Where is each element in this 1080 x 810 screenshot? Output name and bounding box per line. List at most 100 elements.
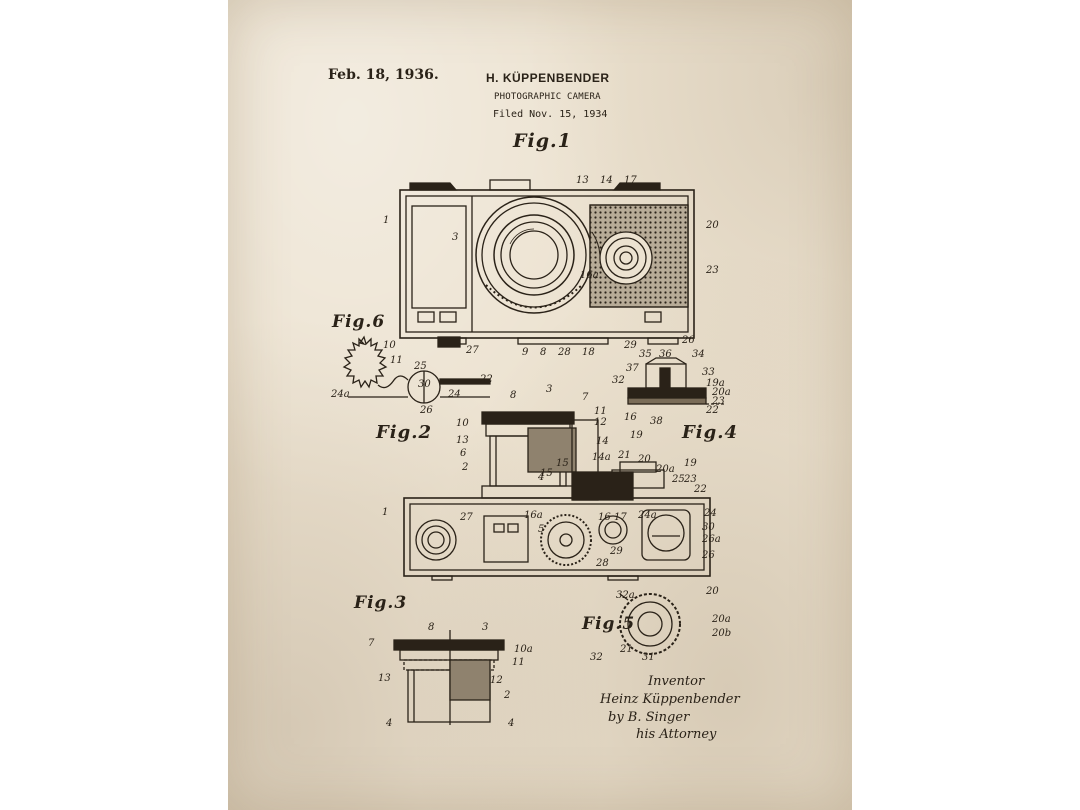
svg-text:29: 29 <box>623 340 637 351</box>
svg-text:5: 5 <box>538 524 544 535</box>
svg-text:19: 19 <box>684 458 697 469</box>
svg-text:24: 24 <box>447 389 461 400</box>
fig2-label: Fig.2 <box>376 422 432 443</box>
svg-text:38: 38 <box>650 416 663 427</box>
svg-text:27: 27 <box>459 512 473 523</box>
svg-text:26: 26 <box>419 405 433 416</box>
svg-text:20a: 20a <box>711 614 731 625</box>
svg-text:23: 23 <box>705 265 719 276</box>
svg-text:16a: 16a <box>580 270 599 281</box>
patent-title: PHOTOGRAPHIC CAMERA <box>494 92 601 102</box>
signature-inventor-label: Inventor <box>648 674 705 689</box>
svg-text:26: 26 <box>681 335 695 346</box>
patent-sheet: Feb. 18, 1936. H. KÜPPENBENDER PHOTOGRAP… <box>228 0 852 810</box>
fig1-camera-front <box>399 179 695 348</box>
svg-text:8: 8 <box>540 347 546 358</box>
svg-text:31: 31 <box>642 652 655 663</box>
svg-text:20: 20 <box>705 220 719 231</box>
fig3-lens-section <box>393 630 505 725</box>
svg-text:29: 29 <box>609 546 623 557</box>
fig1-reference-numerals: 1 3 13 14 17 20 23 16a 9 8 28 18 29 26 2… <box>383 175 719 358</box>
svg-text:7: 7 <box>582 392 589 403</box>
svg-text:12: 12 <box>594 417 607 428</box>
svg-text:14a: 14a <box>592 452 611 463</box>
svg-text:16a: 16a <box>524 510 543 521</box>
svg-text:21: 21 <box>619 644 633 655</box>
svg-text:15: 15 <box>540 468 553 479</box>
svg-text:11: 11 <box>512 657 525 668</box>
fig4-detail <box>627 357 724 405</box>
svg-text:1: 1 <box>382 507 388 518</box>
svg-text:10: 10 <box>456 418 469 429</box>
svg-text:8: 8 <box>428 622 434 633</box>
svg-text:4: 4 <box>385 718 392 729</box>
signature-attorney-name: by B. Singer <box>608 710 690 725</box>
fig5-label: Fig.5 <box>582 614 636 634</box>
svg-text:33: 33 <box>702 367 715 378</box>
fig1-label: Fig.1 <box>513 130 572 152</box>
fig6-diagram <box>342 335 491 404</box>
svg-text:21: 21 <box>617 450 631 461</box>
fig5-dial <box>619 593 681 655</box>
fig5-reference-numerals: 32a 20 20a 20b 21 31 32 <box>590 586 731 663</box>
signature-attorney-label: his Attorney <box>636 727 717 742</box>
fig6-label: Fig.6 <box>332 312 386 332</box>
fig2-camera-section <box>403 411 711 581</box>
signature-inventor-name: Heinz Küppenbender <box>600 692 740 707</box>
svg-text:35: 35 <box>639 349 652 360</box>
svg-text:28: 28 <box>557 347 571 358</box>
fig3-label: Fig.3 <box>354 593 408 613</box>
patent-drawings: 1 3 13 14 17 20 23 16a 9 8 28 18 29 26 2… <box>330 175 731 729</box>
svg-text:19a: 19a <box>706 378 725 389</box>
filed-date: Filed Nov. 15, 1934 <box>493 109 608 120</box>
svg-text:26: 26 <box>701 550 715 561</box>
svg-text:11: 11 <box>390 355 403 366</box>
svg-text:24a: 24a <box>637 510 657 521</box>
svg-text:13: 13 <box>576 175 589 186</box>
svg-text:4: 4 <box>507 718 514 729</box>
svg-text:24: 24 <box>703 508 717 519</box>
svg-text:30: 30 <box>418 379 431 390</box>
svg-text:32a: 32a <box>616 590 635 601</box>
fig2-reference-numerals: 8 3 7 10 11 12 13 14 6 2 15 4 16a 5 14a … <box>382 384 721 569</box>
svg-text:14: 14 <box>600 175 613 186</box>
svg-text:20a: 20a <box>711 387 731 398</box>
svg-text:25: 25 <box>671 474 685 485</box>
svg-text:10a: 10a <box>514 644 533 655</box>
svg-text:6: 6 <box>460 448 467 459</box>
fig4-label: Fig.4 <box>682 422 738 443</box>
svg-text:10: 10 <box>383 340 396 351</box>
svg-text:17: 17 <box>624 175 637 186</box>
svg-text:22: 22 <box>479 374 493 385</box>
svg-text:20: 20 <box>705 586 719 597</box>
fig6-reference-numerals: 10 11 25 30 22 24 24a 26 <box>330 340 493 416</box>
svg-text:28: 28 <box>595 558 609 569</box>
svg-text:16: 16 <box>598 512 611 523</box>
svg-text:27: 27 <box>465 345 479 356</box>
svg-text:1: 1 <box>383 215 389 226</box>
fig3-reference-numerals: 8 3 7 10a 11 13 12 2 4 4 <box>368 622 533 729</box>
svg-text:11: 11 <box>594 406 607 417</box>
svg-text:3: 3 <box>546 384 552 395</box>
svg-text:22: 22 <box>705 405 719 416</box>
svg-text:2: 2 <box>461 462 468 473</box>
svg-text:32: 32 <box>612 375 625 386</box>
svg-text:20a: 20a <box>655 464 675 475</box>
svg-text:23: 23 <box>683 474 697 485</box>
svg-text:13: 13 <box>378 673 391 684</box>
svg-text:14: 14 <box>596 436 609 447</box>
svg-text:24a: 24a <box>330 389 350 400</box>
svg-text:34: 34 <box>692 349 705 360</box>
svg-text:3: 3 <box>482 622 488 633</box>
svg-text:19: 19 <box>630 430 643 441</box>
svg-text:13: 13 <box>456 435 469 446</box>
svg-text:37: 37 <box>626 363 639 374</box>
svg-text:17: 17 <box>614 512 627 523</box>
svg-text:26a: 26a <box>701 534 721 545</box>
svg-text:20b: 20b <box>711 628 731 639</box>
svg-text:15: 15 <box>556 458 569 469</box>
svg-text:16: 16 <box>624 412 637 423</box>
svg-text:23: 23 <box>711 396 725 407</box>
svg-text:2: 2 <box>503 690 510 701</box>
svg-text:8: 8 <box>510 390 516 401</box>
